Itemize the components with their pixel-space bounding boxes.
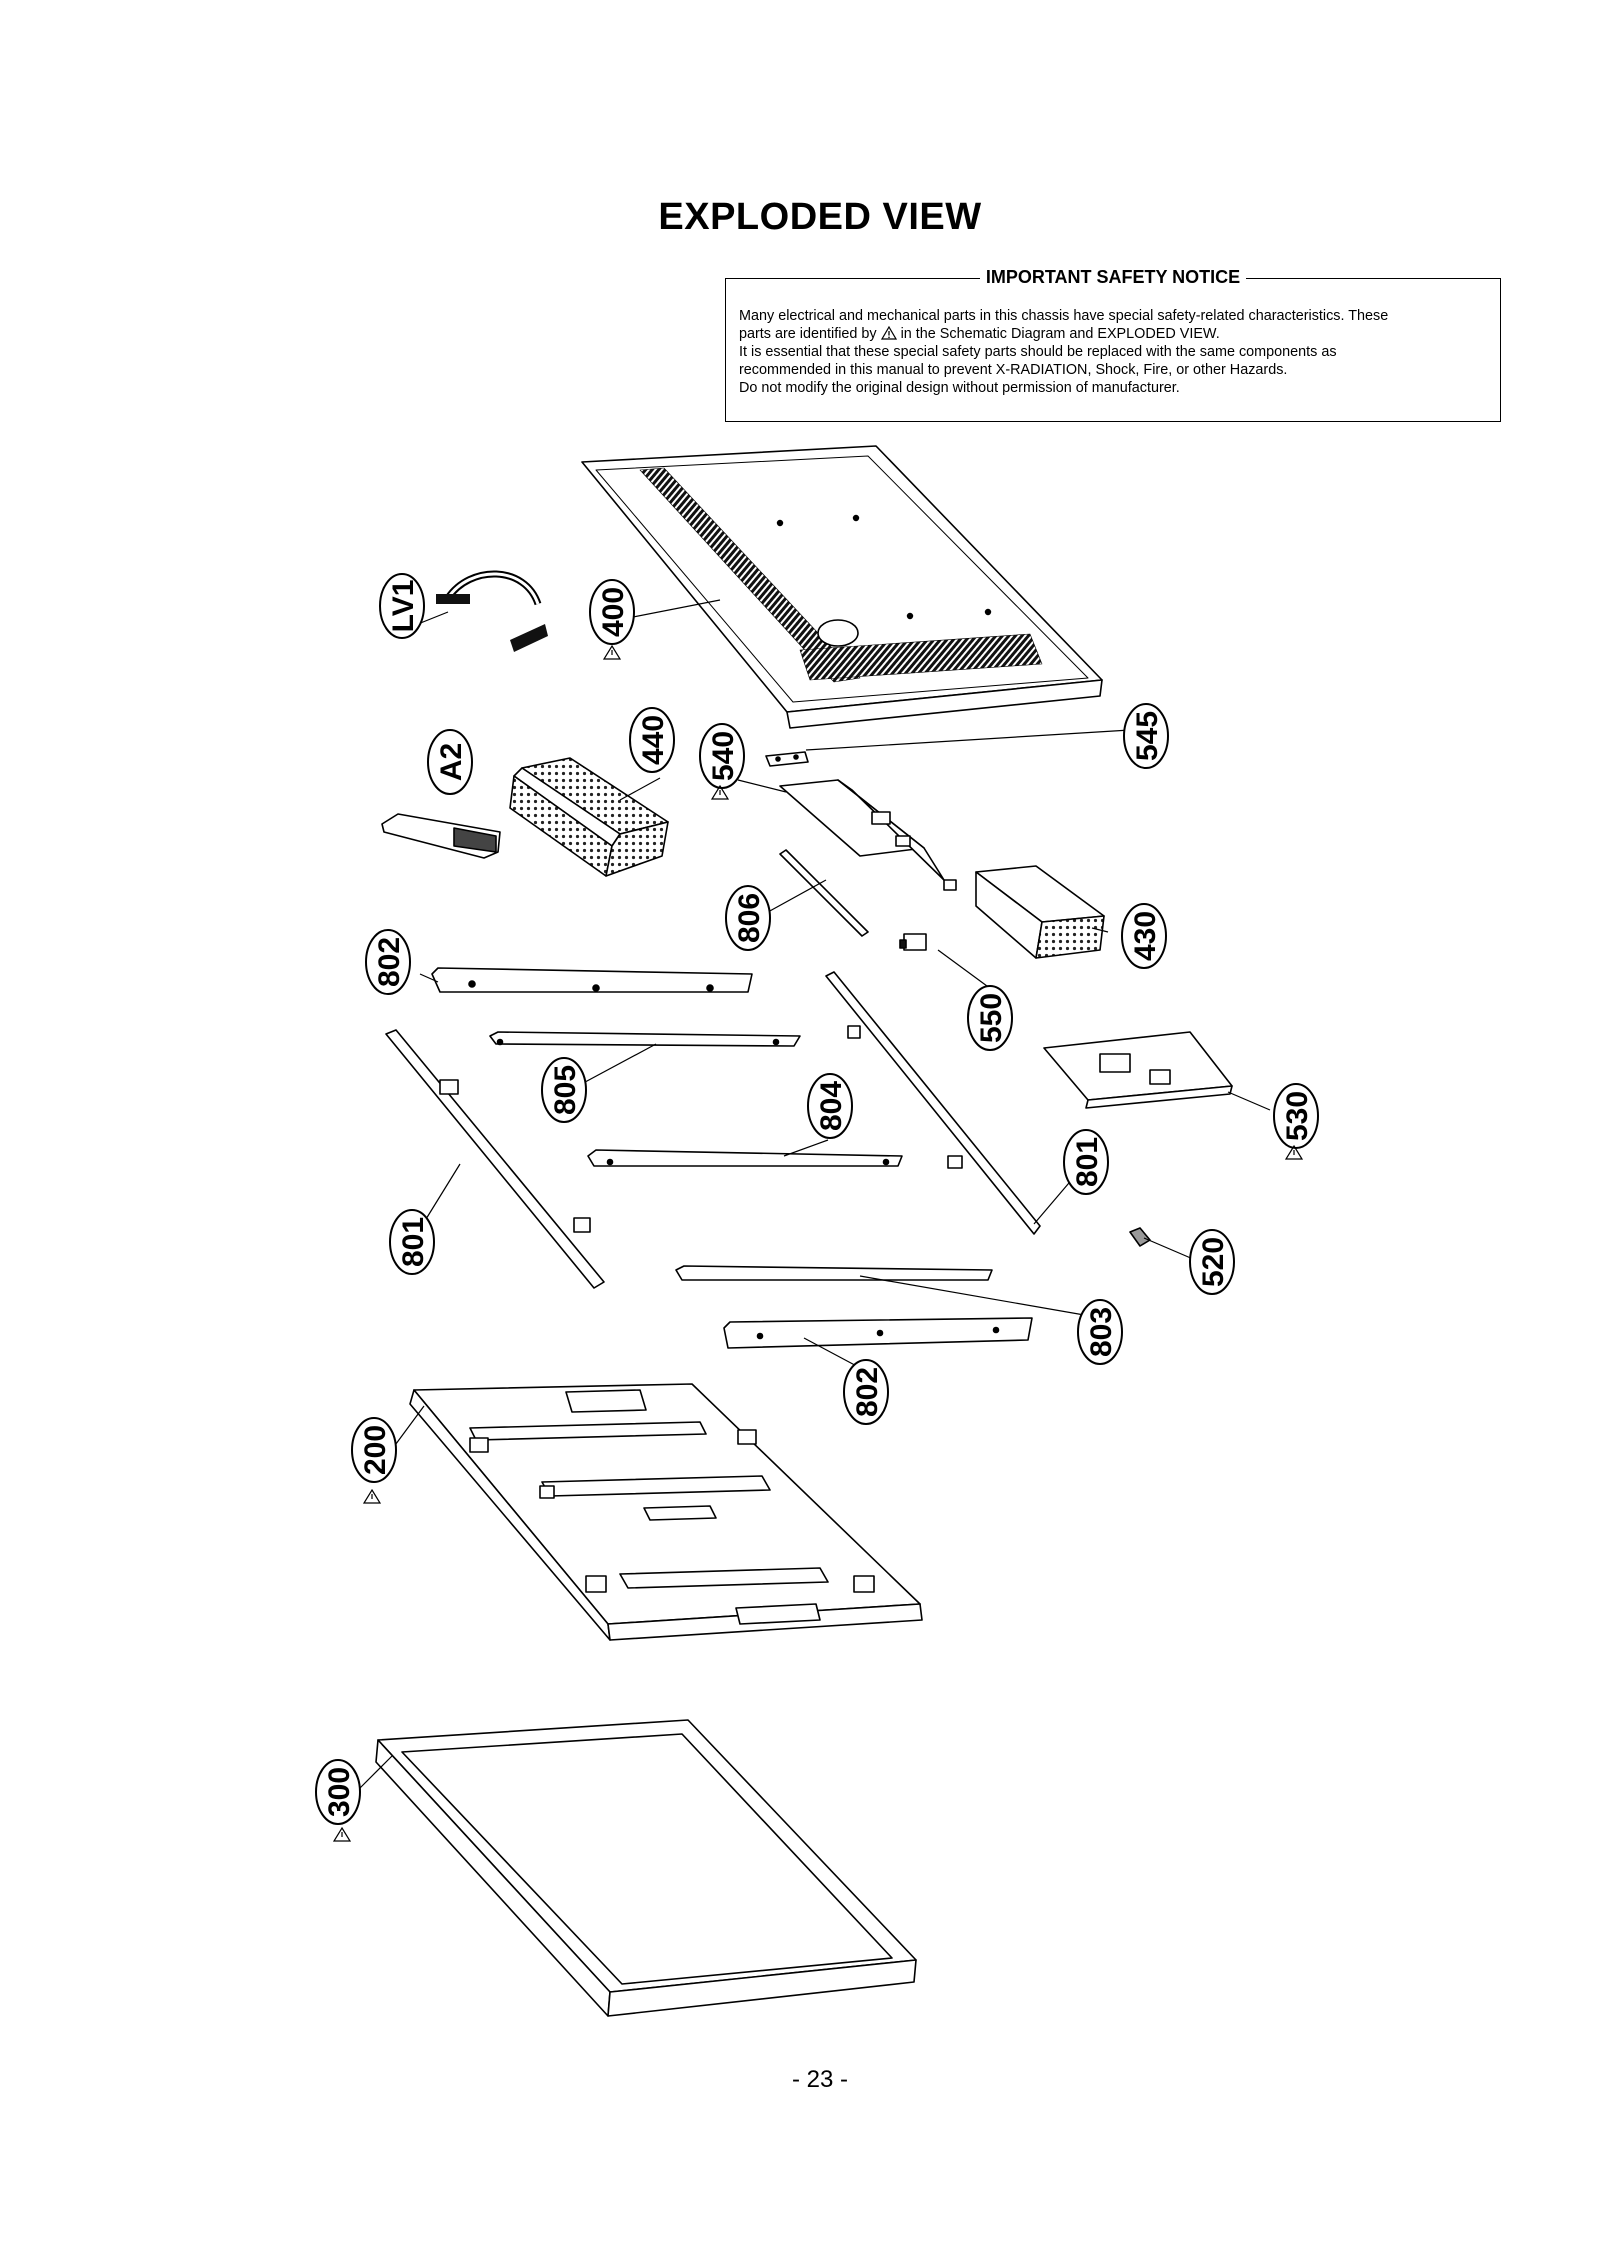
part-550 [899,933,927,951]
safety-warning-icon [1284,1144,1304,1160]
safety-notice-body: Many electrical and mechanical parts in … [739,307,1487,397]
callout-440: 440 [637,715,670,765]
notice-line-4: recommended in this manual to prevent X-… [739,362,1288,378]
callout-540: 540 [707,731,740,781]
bar-802-top [431,967,753,993]
notice-line-2: parts are identified by in the Schematic … [739,325,1487,343]
safety-warning-icon [332,1826,352,1842]
cable-LV1 [436,570,548,652]
safety-warning-icon [880,326,897,340]
callout-806: 806 [733,893,766,943]
callout-804: 804 [815,1081,848,1131]
callout-802-bottom: 802 [851,1367,884,1417]
callout-A2: A2 [435,743,468,781]
bar-802-bottom [723,1317,1033,1349]
remote-A2 [381,813,501,859]
callout-803: 803 [1085,1307,1118,1357]
safety-warning-icon [710,784,730,800]
chassis-frame-200 [409,1383,923,1641]
callout-805: 805 [549,1065,582,1115]
bar-804 [587,1149,903,1167]
part-545 [765,751,809,767]
notice-line-2-post: in the Schematic Diagram and EXPLODED VI… [900,326,1220,342]
safety-notice-title-wrap: IMPORTANT SAFETY NOTICE [726,267,1500,288]
bar-805 [489,1031,801,1047]
rail-801-left [385,1029,605,1289]
box-430 [975,865,1105,959]
callout-520: 520 [1197,1237,1230,1287]
safety-warning-icon [602,644,622,660]
callout-300: 300 [323,1767,356,1817]
notice-line-1: Many electrical and mechanical parts in … [739,308,1389,324]
page-title: EXPLODED VIEW [658,196,982,238]
notice-line-5: Do not modify the original design withou… [739,380,1180,396]
bracket-806 [779,849,869,937]
main-board-540 [779,779,957,891]
callout-801-right: 801 [1071,1137,1104,1187]
page-number: - 23 - [791,2066,848,2093]
notice-line-3: It is essential that these special safet… [739,344,1337,360]
callout-530: 530 [1281,1091,1314,1141]
callout-400: 400 [597,587,630,637]
safety-notice-box: IMPORTANT SAFETY NOTICE Many electrical … [725,267,1501,422]
rail-801-right [825,971,1041,1235]
callout-LV1: LV1 [387,580,420,633]
callout-200: 200 [359,1425,392,1475]
power-supply-440 [509,757,669,877]
callout-801-left: 801 [397,1217,430,1267]
notice-line-2-pre: parts are identified by [739,326,877,342]
callout-labels: LV1 400 A2 440 540 545 806 430 802 550 8… [315,573,1319,1825]
callout-545: 545 [1131,711,1164,761]
callout-550: 550 [975,993,1008,1043]
front-bezel-300 [375,1719,917,2017]
callout-430: 430 [1129,911,1162,961]
rear-cover-400 [581,445,1103,729]
safety-notice-title: IMPORTANT SAFETY NOTICE [979,267,1247,287]
bar-803 [675,1265,993,1281]
callout-802-top: 802 [373,937,406,987]
safety-warning-icon [362,1488,382,1504]
pcb-530 [1043,1031,1233,1109]
part-520 [1129,1227,1151,1247]
